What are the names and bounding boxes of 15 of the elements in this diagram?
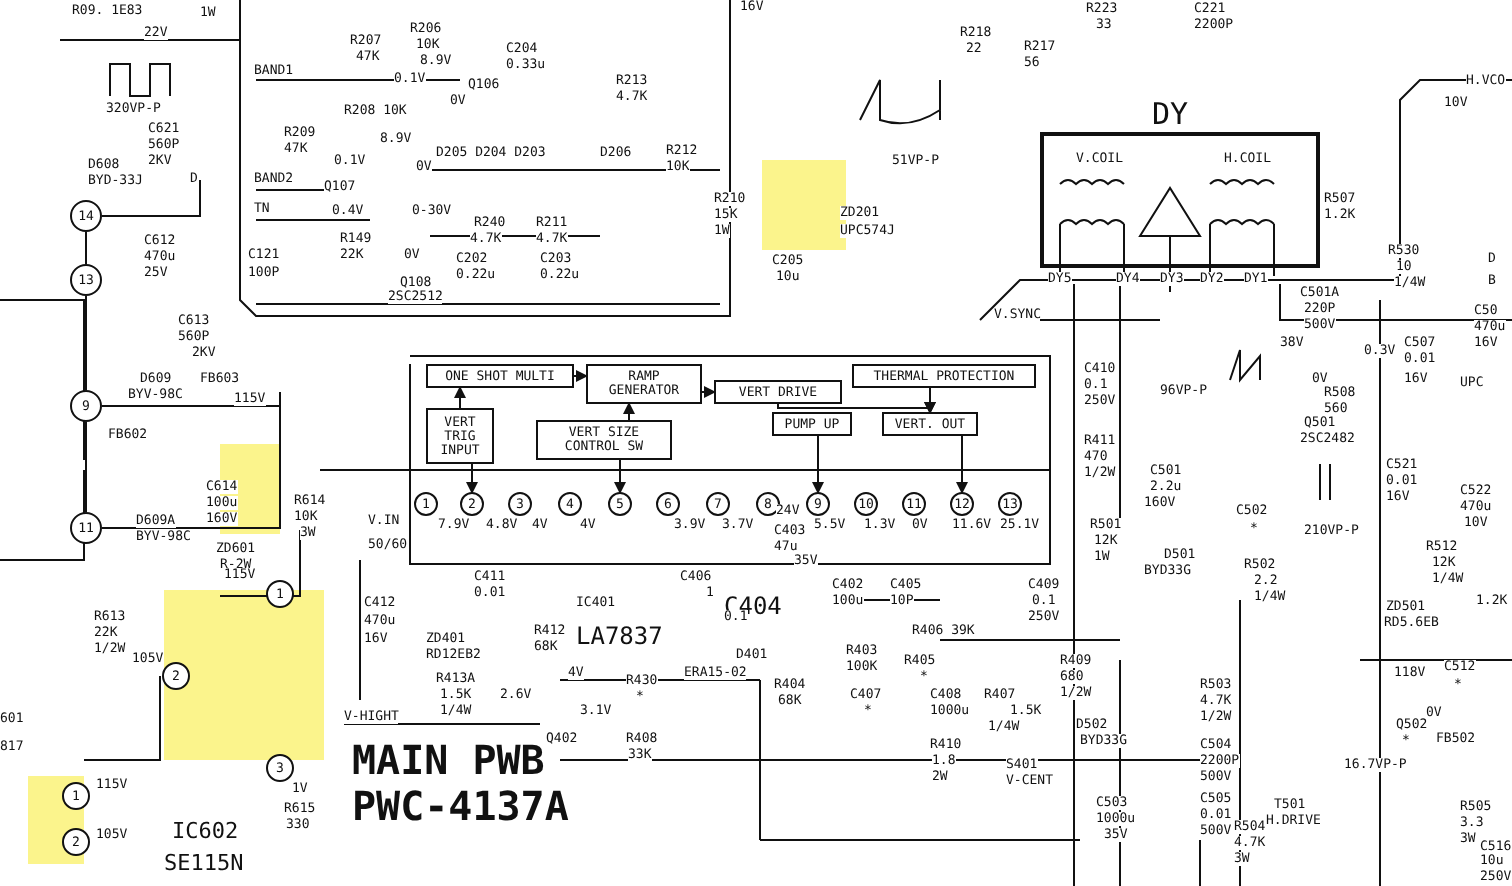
signal-arrow (701, 386, 716, 398)
signal-arrow (454, 386, 466, 409)
board-title: PWC-4137A (352, 786, 569, 826)
signal-arrow (623, 402, 635, 421)
signal-arrow (812, 435, 824, 494)
signal-arrow (614, 459, 626, 494)
board-title: MAIN PWB (352, 740, 545, 780)
signal-arrow (573, 370, 588, 382)
signal-arrow (466, 463, 478, 494)
ic-label: IC602 (172, 820, 239, 842)
signal-arrow (956, 435, 968, 494)
signal-arrow (924, 387, 936, 414)
ic-label: SE115N (164, 852, 244, 874)
yoke-heading: DY (1148, 100, 1193, 130)
ic-label: LA7837 (576, 624, 663, 648)
